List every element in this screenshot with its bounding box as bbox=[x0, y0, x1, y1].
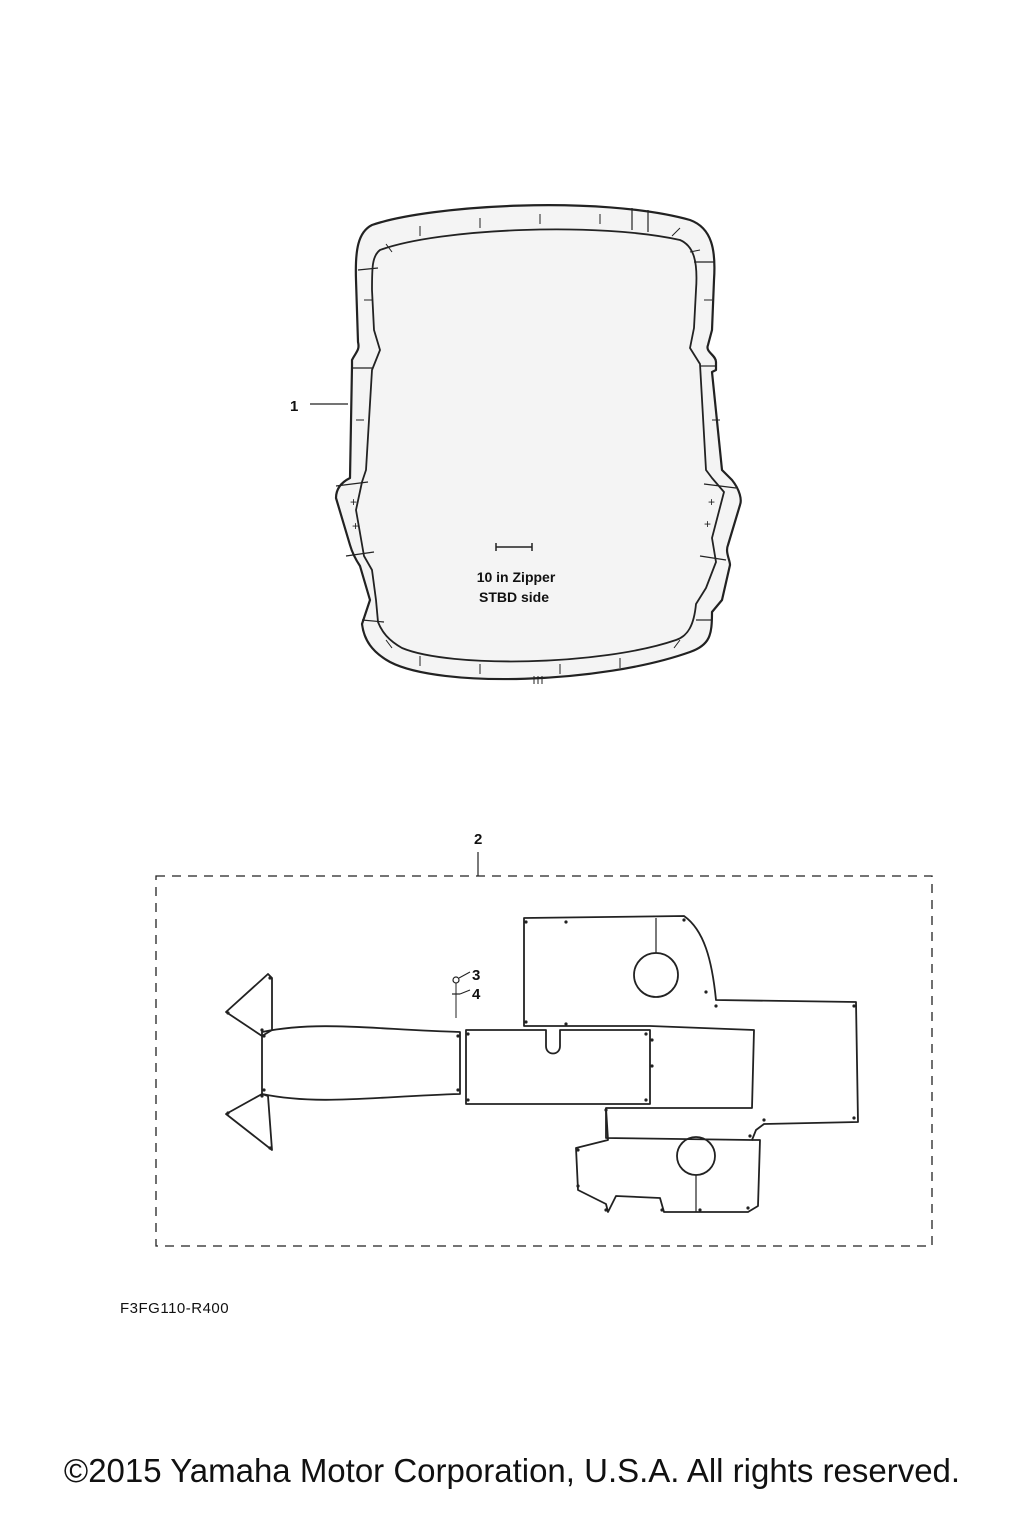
mat-kit-boundary bbox=[155, 875, 933, 1247]
svg-text:+: + bbox=[704, 517, 711, 531]
fastener-icon bbox=[452, 976, 460, 1018]
callout-1-label: 1 bbox=[290, 398, 298, 415]
svg-text:+: + bbox=[350, 495, 357, 509]
callout-3: 3 bbox=[458, 967, 480, 984]
zipper-note-line1: 10 in Zipper bbox=[477, 569, 556, 585]
copyright-notice: ©2015 Yamaha Motor Corporation, U.S.A. A… bbox=[63, 1452, 961, 1489]
mat-kit-part-2 bbox=[225, 915, 859, 1213]
zipper-note-line2: STBD side bbox=[479, 589, 549, 605]
callout-1: 1 bbox=[290, 398, 348, 415]
callout-4: 4 bbox=[459, 986, 481, 1003]
callout-2: 2 bbox=[474, 831, 482, 876]
cover-ring-part-1: + + + + bbox=[334, 204, 742, 684]
callout-2-label: 2 bbox=[474, 831, 482, 848]
svg-text:+: + bbox=[352, 519, 359, 533]
diagram-code: F3FG110-R400 bbox=[120, 1300, 230, 1317]
svg-text:+: + bbox=[708, 495, 715, 509]
callout-4-label: 4 bbox=[472, 986, 481, 1003]
zipper-marker-icon bbox=[495, 543, 533, 551]
callout-3-label: 3 bbox=[472, 967, 480, 984]
